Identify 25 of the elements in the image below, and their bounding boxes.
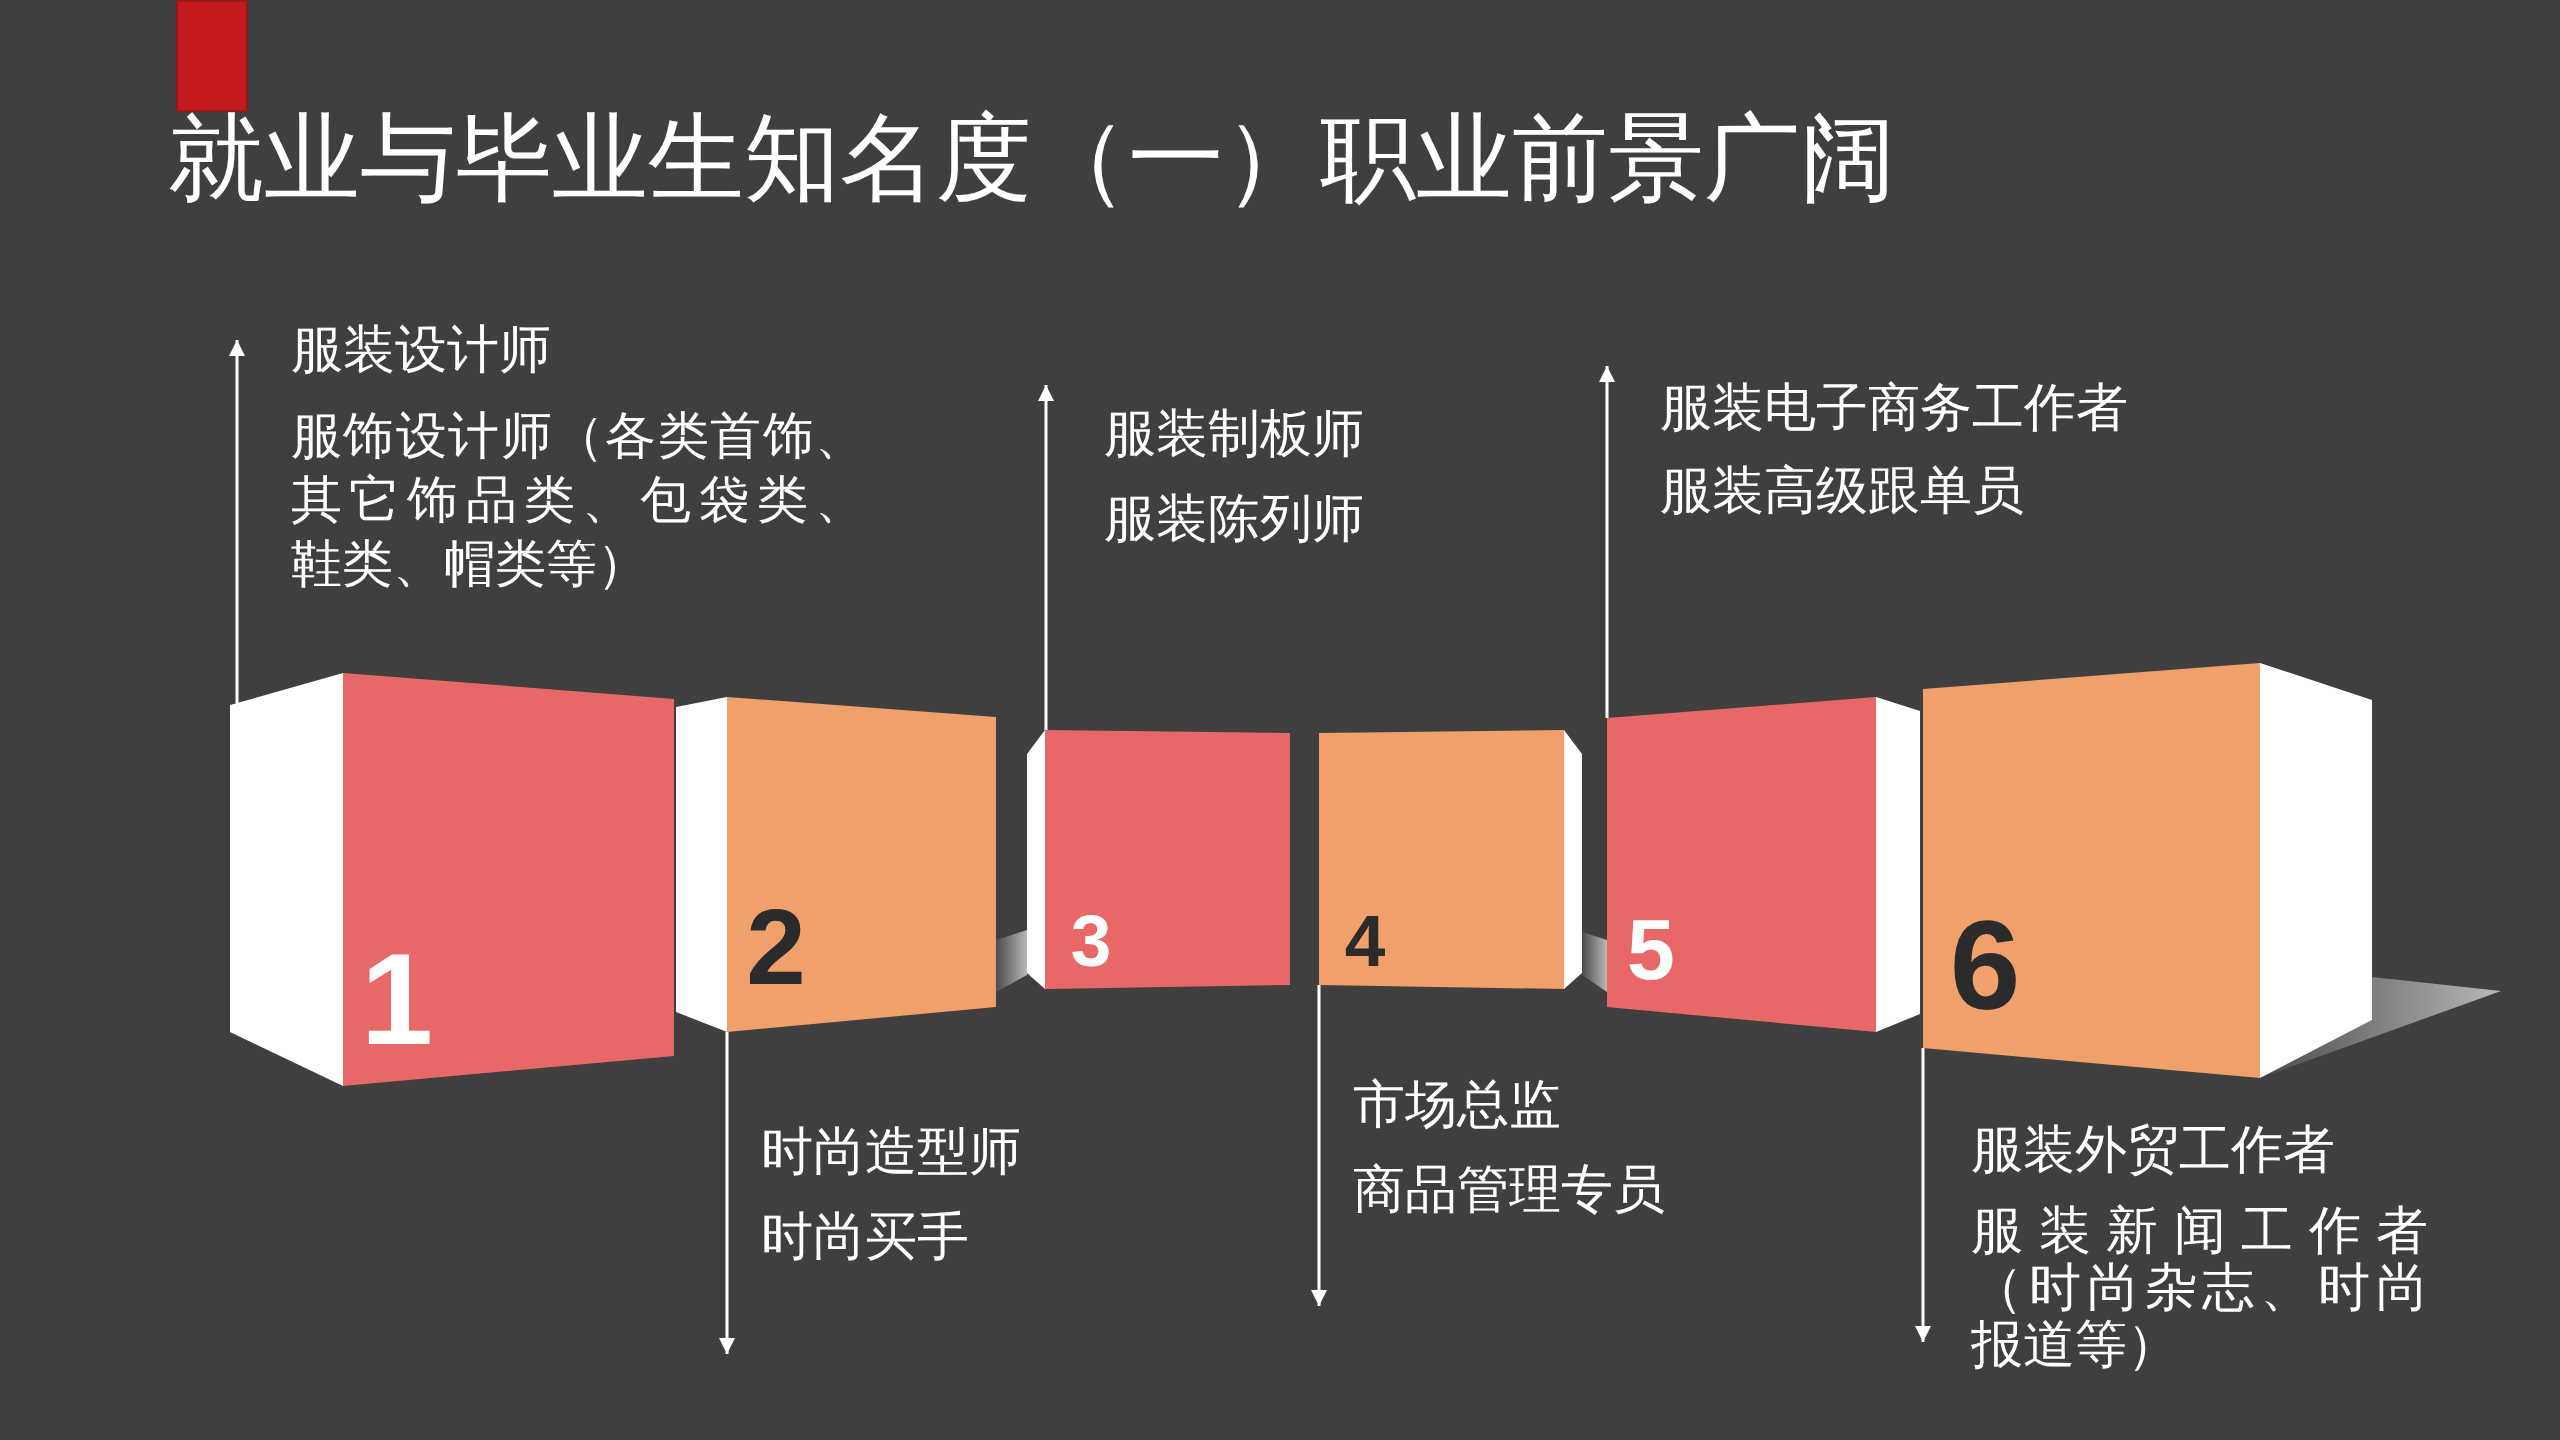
job-title: 服装陈列师 bbox=[1104, 488, 1364, 549]
job-title: 时尚造型师 bbox=[761, 1121, 1021, 1182]
slide-title: 就业与毕业生知名度（一）职业前景广阔 bbox=[168, 103, 1896, 213]
step-number: 4 bbox=[1344, 903, 1386, 977]
job-title: 商品管理专员 bbox=[1353, 1159, 1665, 1220]
arrow bbox=[719, 1032, 735, 1354]
job-title: 服装新闻工作者（时尚杂志、时尚报道等） bbox=[1971, 1202, 2428, 1373]
arrow bbox=[229, 340, 245, 703]
arrow bbox=[1311, 985, 1327, 1306]
step-number: 6 bbox=[1949, 901, 2021, 1029]
arrow bbox=[1599, 366, 1615, 718]
job-title: 服装高级跟单员 bbox=[1660, 460, 2024, 521]
job-title: 服装外贸工作者 bbox=[1971, 1119, 2335, 1180]
job-title: 服装电子商务工作者 bbox=[1660, 377, 2128, 438]
step-number: 2 bbox=[746, 893, 806, 1001]
job-title: 时尚买手 bbox=[761, 1206, 969, 1267]
arrow bbox=[1915, 1048, 1931, 1342]
step-number: 1 bbox=[360, 934, 434, 1064]
job-title: 服饰设计师（各类首饰、其它饰品类、包袋类、鞋类、帽类等） bbox=[291, 406, 866, 594]
job-title: 服装设计师 bbox=[291, 319, 551, 380]
step-number: 3 bbox=[1070, 903, 1112, 977]
step-number: 5 bbox=[1627, 906, 1675, 992]
job-title: 市场总监 bbox=[1353, 1074, 1561, 1135]
job-title: 服装制板师 bbox=[1104, 403, 1364, 464]
arrow bbox=[1038, 385, 1054, 730]
